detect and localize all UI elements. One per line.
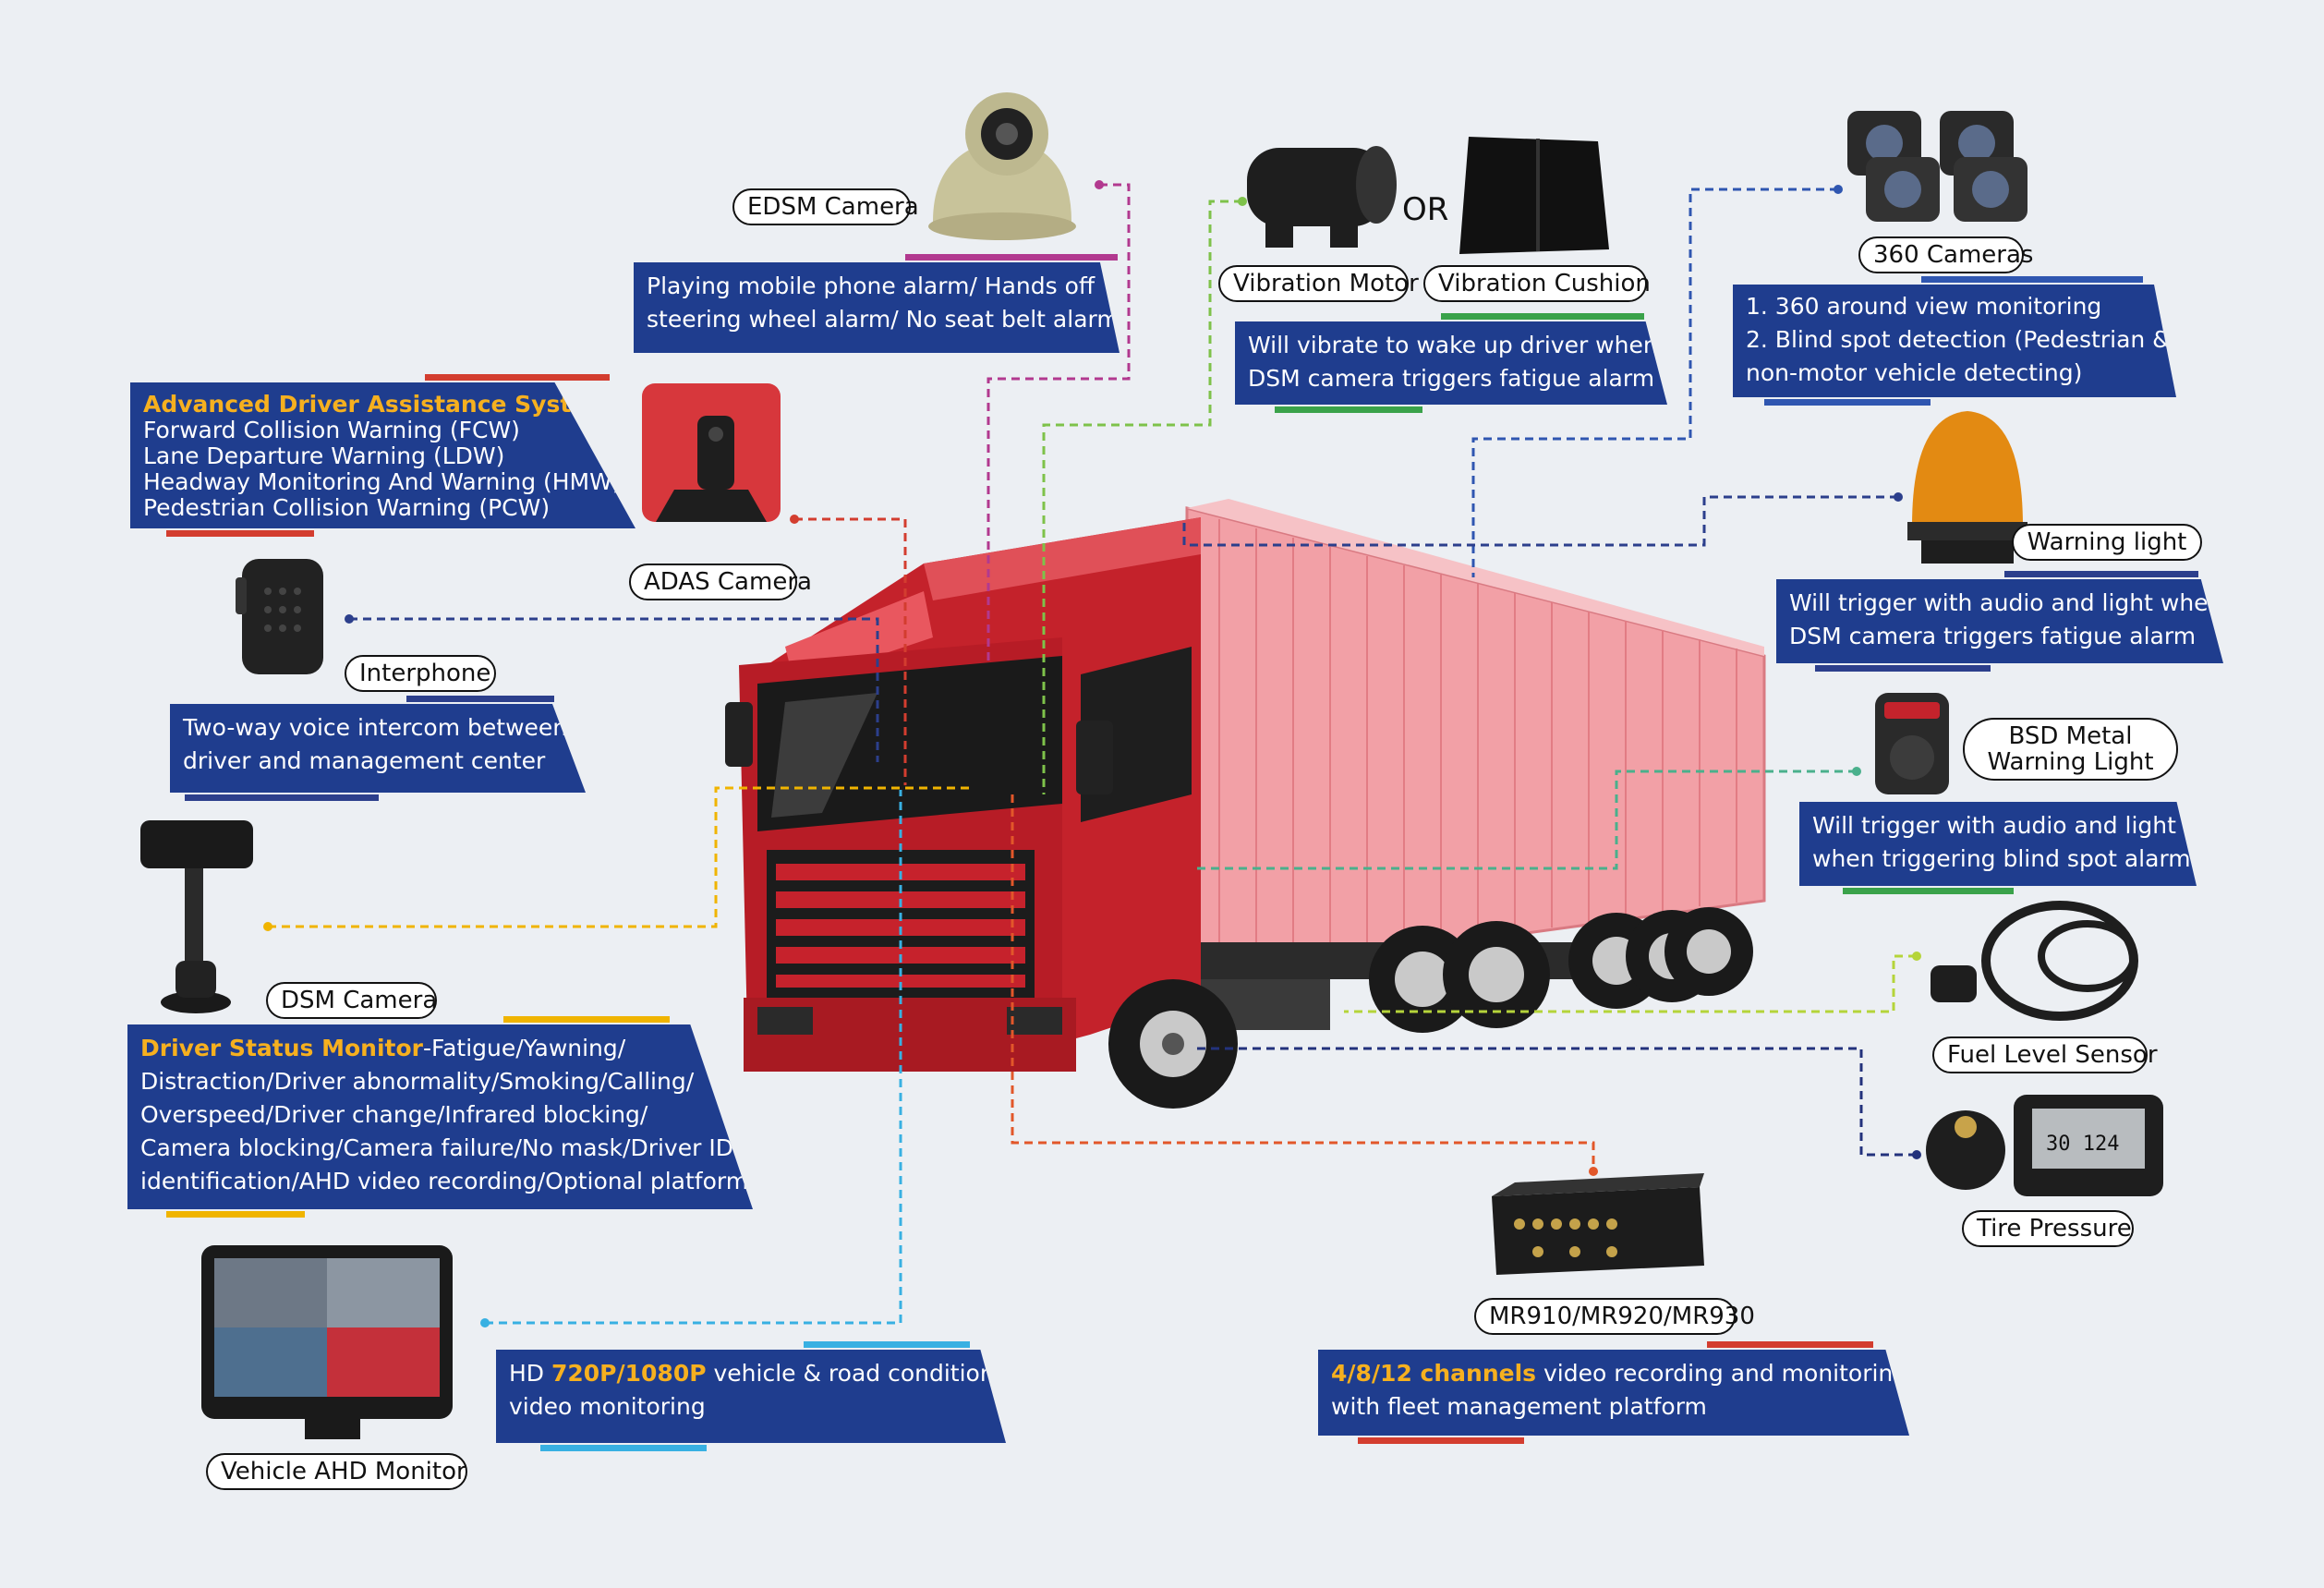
dsm-box-line2: Distraction/Driver abnormality/Smoking/C… xyxy=(140,1068,695,1095)
adas-feature-box: Advanced Driver Assistance System Forwar… xyxy=(130,382,635,528)
vibration-cushion-icon xyxy=(1459,137,1609,254)
adas-box-line3: Headway Monitoring And Warning (HMW) xyxy=(143,468,622,495)
vibration-box-line1: Will vibrate to wake up driver when xyxy=(1248,332,1658,358)
edsm-feature-box: Playing mobile phone alarm/ Hands off st… xyxy=(634,262,1120,353)
bsd-light-label: BSD Metal Warning Light xyxy=(1963,718,2178,781)
bsd-feature-box: Will trigger with audio and light when t… xyxy=(1799,802,2197,886)
fuel-level-sensor-label: Fuel Level Sensor xyxy=(1932,1036,2158,1073)
cam360-box-accent-bottom xyxy=(1764,399,1931,406)
bsd-box-line2: when triggering blind spot alarm xyxy=(1812,845,2191,872)
truck-icon xyxy=(725,499,1766,1109)
adas-box-accent xyxy=(425,374,610,381)
cameras-360-label: 360 Cameras xyxy=(1858,236,2033,273)
mdvr-icon xyxy=(1492,1173,1704,1275)
fuel-sensor-icon xyxy=(1931,901,2138,1021)
adas-camera-icon xyxy=(642,383,781,522)
tire-pressure-label: Tire Pressure xyxy=(1962,1210,2134,1247)
warning-box-line2: DSM camera triggers fatigue alarm xyxy=(1789,623,2197,649)
dsm-box-line5: identification/AHD video recording/Optio… xyxy=(140,1168,749,1194)
ahd-monitor-icon xyxy=(201,1245,453,1439)
dsm-box-accent-bottom xyxy=(166,1211,305,1218)
dsm-feature-box: Driver Status Monitor-Fatigue/Yawning/ D… xyxy=(127,1024,753,1209)
monitor-box-line1: HD 720P/1080P vehicle & road conditions xyxy=(509,1357,1006,1390)
dsm-box-title: Driver Status Monitor xyxy=(140,1035,423,1061)
warning-box-line1: Will trigger with audio and light when xyxy=(1789,589,2223,616)
svg-text:30 124: 30 124 xyxy=(2046,1133,2119,1156)
interphone-box-line1: Two-way voice intercom between xyxy=(183,714,568,741)
vibration-box-accent-bottom xyxy=(1275,406,1422,413)
vehicle-ahd-monitor-label: Vehicle AHD Monitor xyxy=(206,1453,467,1490)
monitor-box-pre: HD xyxy=(509,1360,551,1387)
cameras-360-icon xyxy=(1847,111,2027,222)
cam360-box-line3: non-motor vehicle detecting) xyxy=(1746,359,2083,386)
mdvr-box-line1: 4/8/12 channels video recording and moni… xyxy=(1331,1357,1907,1390)
dsm-box-line3: Overspeed/Driver change/Infrared blockin… xyxy=(140,1101,648,1128)
vibration-motor-icon xyxy=(1247,146,1397,248)
dsm-box-accent xyxy=(503,1016,670,1023)
mdvr-box-channels: 4/8/12 channels xyxy=(1331,1360,1537,1387)
edsm-box-line2: steering wheel alarm/ No seat belt alarm xyxy=(647,306,1120,333)
edsm-box-line1: Playing mobile phone alarm/ Hands off xyxy=(647,273,1095,299)
interphone-box-line2: driver and management center xyxy=(183,747,546,774)
adas-box-title: Advanced Driver Assistance System xyxy=(143,391,611,418)
dsm-box-line1: Driver Status Monitor-Fatigue/Yawning/ xyxy=(140,1032,740,1065)
cam360-feature-box: 1. 360 around view monitoring 2. Blind s… xyxy=(1733,285,2176,397)
adas-camera-label: ADAS Camera xyxy=(629,564,812,600)
mdvr-box-post: video recording and monitoring xyxy=(1536,1360,1908,1387)
interphone-feature-box: Two-way voice intercom between driver an… xyxy=(170,704,586,793)
adas-box-line1: Forward Collision Warning (FCW) xyxy=(143,417,520,443)
vibration-motor-label: Vibration Motor xyxy=(1218,265,1419,302)
bsd-label-line1: BSD Metal xyxy=(2008,722,2133,750)
mdvr-feature-box: 4/8/12 channels video recording and moni… xyxy=(1318,1350,1909,1436)
bsd-label-line2: Warning Light xyxy=(1987,748,2154,776)
bsd-box-accent-bottom xyxy=(1843,888,2014,894)
mdvr-box-line2: with fleet management platform xyxy=(1331,1393,1707,1420)
vibration-box-accent xyxy=(1441,313,1644,320)
bsd-box-line1: Will trigger with audio and light xyxy=(1812,812,2176,839)
mdvr-box-accent-bottom xyxy=(1358,1437,1524,1444)
monitor-box-accent-bottom xyxy=(540,1445,707,1451)
adas-box-line2: Lane Departure Warning (LDW) xyxy=(143,442,505,469)
monitor-feature-box: HD 720P/1080P vehicle & road conditions … xyxy=(496,1350,1006,1443)
dsm-camera-label: DSM Camera xyxy=(266,982,437,1019)
dsm-box-line4: Camera blocking/Camera failure/No mask/D… xyxy=(140,1134,733,1161)
vibration-box-line2: DSM camera triggers fatigue alarm xyxy=(1248,365,1655,392)
cam360-box-accent xyxy=(1921,276,2143,283)
warning-box-accent xyxy=(2004,571,2198,577)
adas-box-line4: Pedestrian Collision Warning (PCW) xyxy=(143,494,551,521)
connector-lines xyxy=(268,183,1917,1325)
warning-light-icon xyxy=(1907,411,2027,564)
interphone-box-accent xyxy=(406,696,554,702)
warning-light-feature-box: Will trigger with audio and light when D… xyxy=(1776,579,2223,663)
mdvr-models-label: MR910/MR920/MR930 xyxy=(1474,1298,1755,1335)
monitor-box-accent xyxy=(804,1341,970,1348)
monitor-box-post: vehicle & road conditions xyxy=(706,1360,1007,1387)
monitor-box-resolution: 720P/1080P xyxy=(551,1360,707,1387)
cam360-box-line2: 2. Blind spot detection (Pedestrian & xyxy=(1746,326,2171,353)
vibration-cushion-label: Vibration Cushion xyxy=(1423,265,1651,302)
interphone-label: Interphone xyxy=(345,655,496,692)
adas-box-accent-bottom xyxy=(166,530,314,537)
tire-pressure-icon: 30 124 xyxy=(1926,1095,2163,1196)
connector-dots xyxy=(263,180,1921,1327)
edsm-box-accent xyxy=(905,254,1118,261)
or-separator: OR xyxy=(1402,191,1449,228)
bsd-light-icon xyxy=(1875,693,1949,794)
vibration-feature-box: Will vibrate to wake up driver when DSM … xyxy=(1235,321,1667,405)
interphone-box-accent-bottom xyxy=(185,794,379,801)
monitor-box-line2: video monitoring xyxy=(509,1393,706,1420)
warning-box-accent-bottom xyxy=(1815,665,1991,672)
dsm-camera-icon xyxy=(140,820,253,1013)
warning-light-label: Warning light xyxy=(2012,524,2202,561)
edsm-camera-label: EDSM Camera xyxy=(732,188,919,225)
mdvr-box-accent xyxy=(1707,1341,1873,1348)
edsm-camera-icon xyxy=(928,92,1076,240)
interphone-icon xyxy=(236,559,323,674)
cam360-box-line1: 1. 360 around view monitoring xyxy=(1746,293,2102,320)
dsm-box-line1-rest: -Fatigue/Yawning/ xyxy=(422,1035,626,1061)
